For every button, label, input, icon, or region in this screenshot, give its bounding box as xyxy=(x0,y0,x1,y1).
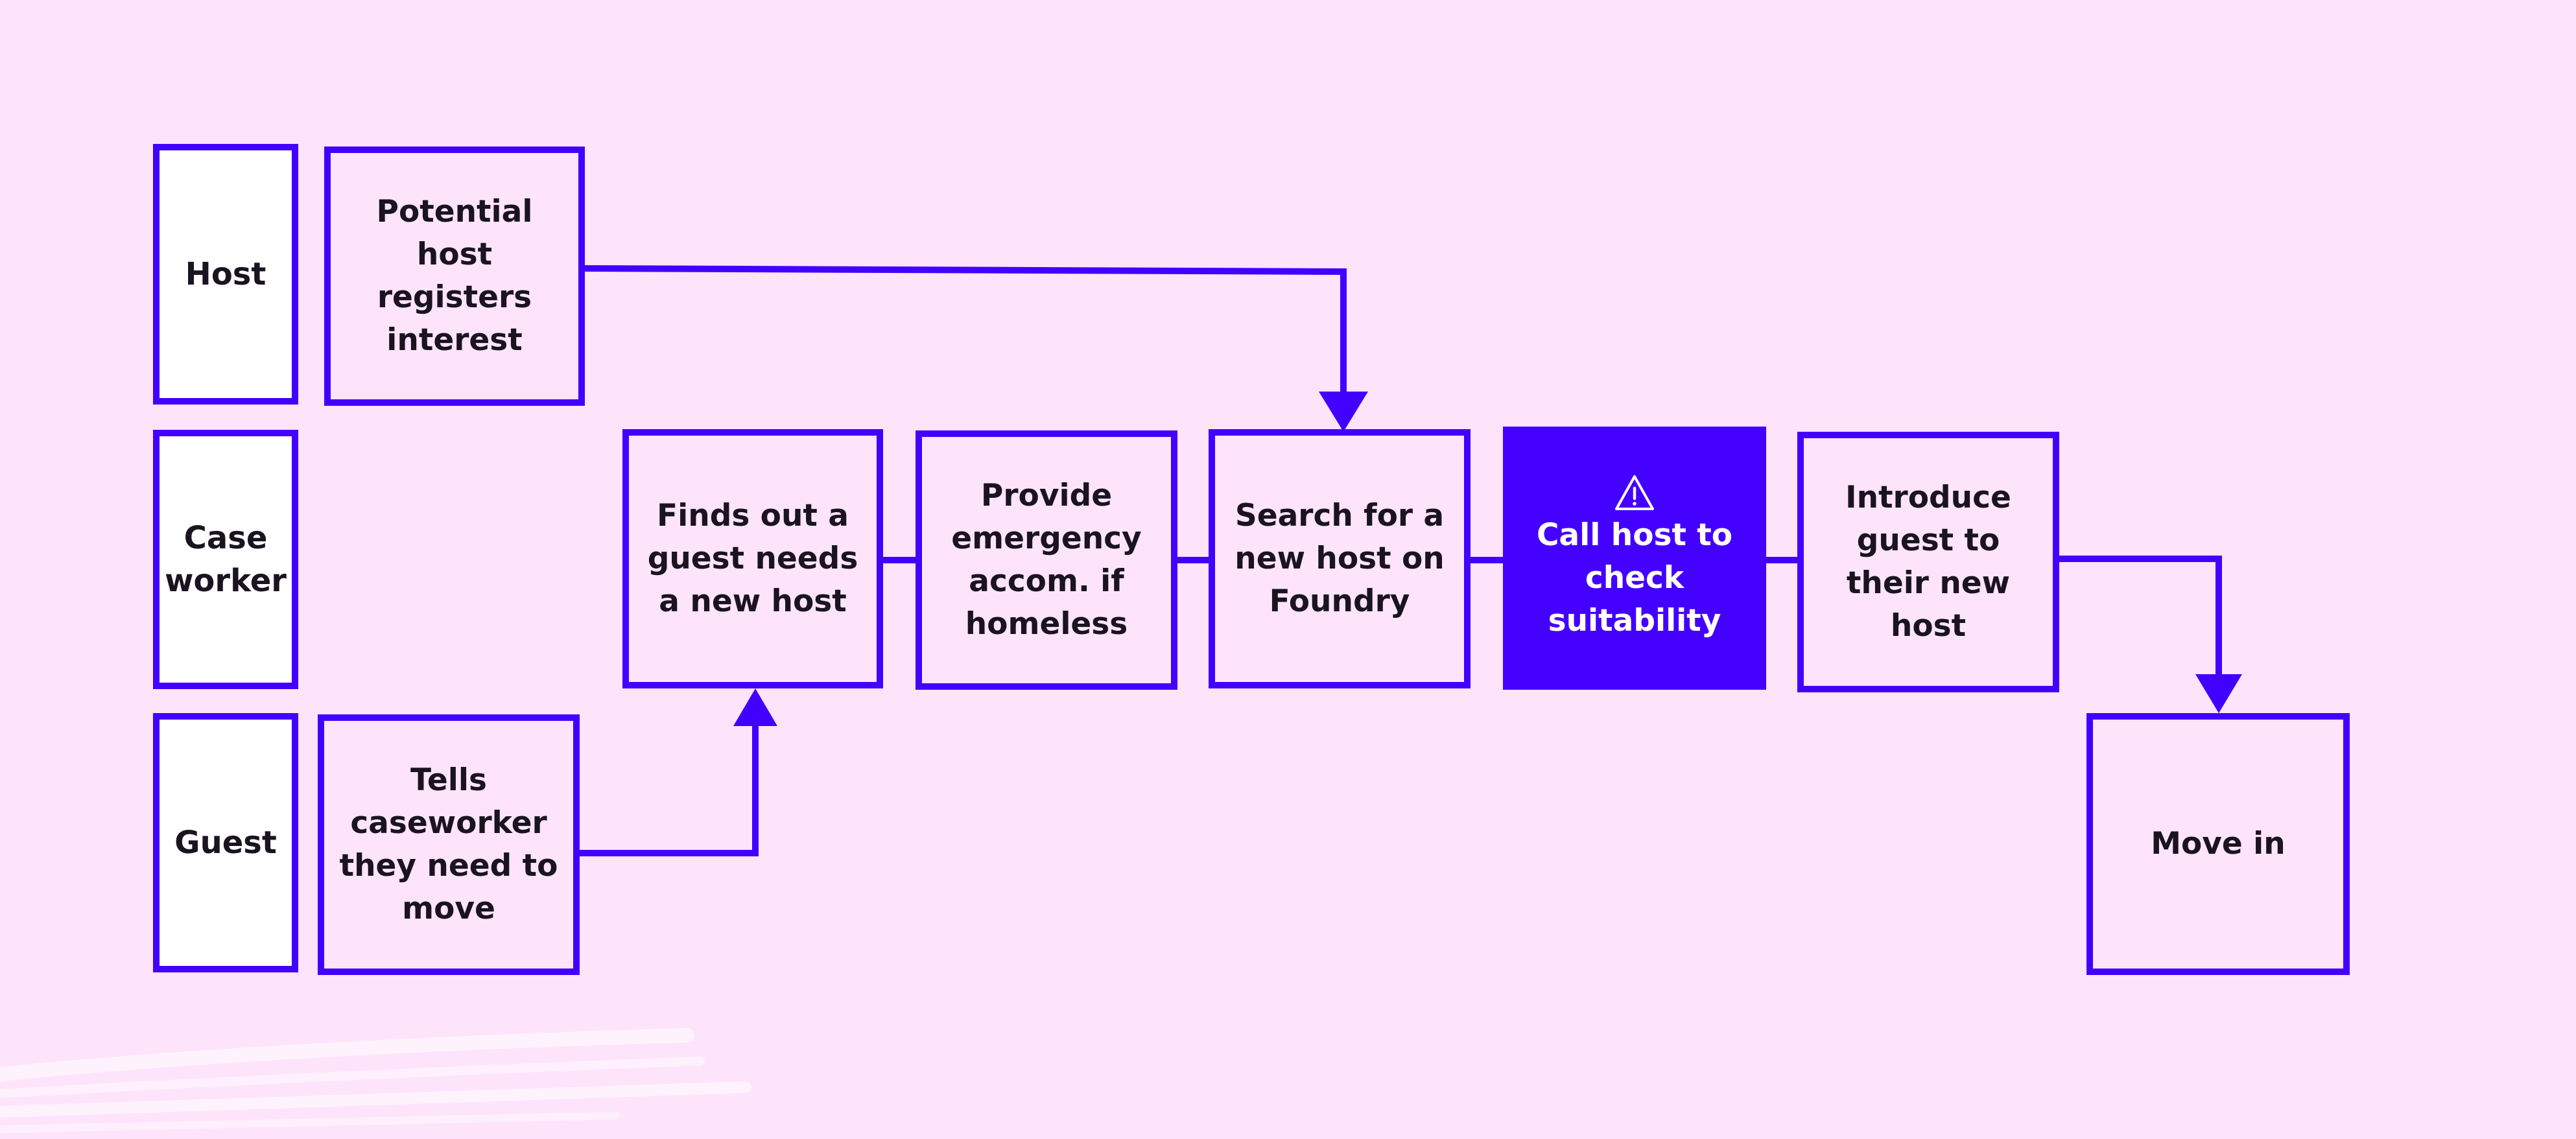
step-provide-emergency-accom-text: Provide emergency accom. if homeless xyxy=(951,478,1142,642)
decorative-brush-strokes xyxy=(0,1028,751,1133)
lane-label-guest: Guest xyxy=(153,713,298,972)
lane-label-caseworker-text: Case worker xyxy=(165,520,287,599)
step-search-new-host-text: Search for a new host on Foundry xyxy=(1235,498,1445,619)
warning-icon xyxy=(1615,475,1654,510)
lane-label-caseworker: Case worker xyxy=(153,430,298,689)
arrowhead-down-movein xyxy=(2195,674,2242,713)
connector-guest-to-finds xyxy=(578,721,759,856)
connector-host-to-search xyxy=(583,265,1347,399)
step-tells-caseworker: Tells caseworker they need to move xyxy=(318,714,580,975)
step-potential-host-registers-text: Potential host registers interest xyxy=(376,194,533,358)
step-move-in: Move in xyxy=(2086,713,2350,975)
lane-label-guest-text: Guest xyxy=(174,825,277,861)
connector-introduce-to-movein xyxy=(2057,556,2222,682)
lane-label-host: Host xyxy=(153,144,298,405)
step-move-in-text: Move in xyxy=(2151,826,2286,862)
step-finds-out-guest-needs-host: Finds out a guest needs a new host xyxy=(622,429,883,688)
step-call-host-check-suitability-text: Call host to check suitability xyxy=(1536,517,1733,639)
step-finds-out-guest-needs-host-text: Finds out a guest needs a new host xyxy=(647,498,858,619)
step-introduce-guest-to-host-text: Introduce guest to their new host xyxy=(1845,480,2011,644)
step-search-new-host: Search for a new host on Foundry xyxy=(1209,429,1471,688)
step-call-host-check-suitability: Call host to check suitability xyxy=(1503,427,1766,690)
step-introduce-guest-to-host: Introduce guest to their new host xyxy=(1797,432,2059,692)
step-tells-caseworker-text: Tells caseworker they need to move xyxy=(339,762,558,926)
step-potential-host-registers: Potential host registers interest xyxy=(324,147,585,406)
arrowhead-down-search xyxy=(1319,392,1368,432)
step-provide-emergency-accom: Provide emergency accom. if homeless xyxy=(916,430,1177,690)
arrowhead-up-finds xyxy=(733,688,777,726)
lane-label-host-text: Host xyxy=(185,256,266,292)
